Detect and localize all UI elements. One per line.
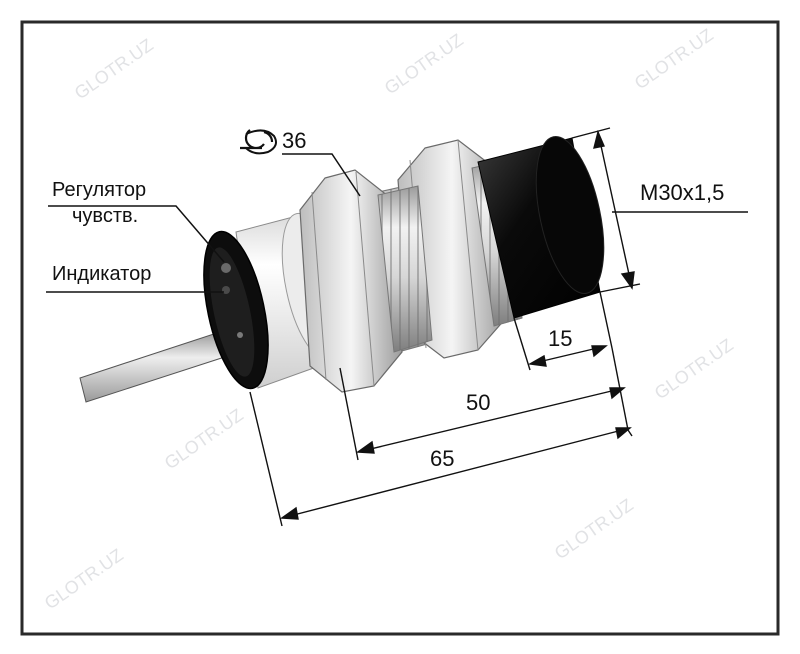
wrench-size-label: 36 bbox=[282, 128, 306, 153]
indicator-led-icon bbox=[222, 286, 230, 294]
diameter-dimension bbox=[571, 127, 641, 293]
drawing-frame bbox=[20, 20, 780, 636]
sensitivity-regulator-label-line2: чувств. bbox=[72, 205, 138, 227]
thread-label: M30x1,5 bbox=[640, 180, 724, 205]
sensitivity-screw-icon bbox=[221, 263, 231, 273]
rear-nut bbox=[299, 169, 403, 393]
dimension-15 bbox=[513, 291, 613, 371]
dimension-65 bbox=[249, 391, 633, 527]
indicator-label: Индикатор bbox=[52, 263, 151, 285]
rear-cap bbox=[203, 230, 269, 390]
thread-between-nuts bbox=[377, 185, 433, 353]
dimension-50 bbox=[339, 347, 629, 461]
total-length-label: 65 bbox=[430, 446, 454, 471]
left-annotations: Регулятор чувств. Индикатор bbox=[46, 179, 225, 293]
wrench-size: 36 bbox=[240, 128, 361, 197]
sensing-head bbox=[477, 135, 605, 319]
thread-annotation: M30x1,5 bbox=[612, 180, 748, 213]
wrench-jaw-icon bbox=[245, 129, 277, 155]
sensitivity-regulator-label: Регулятор bbox=[52, 179, 146, 201]
sensing-length-label: 15 bbox=[548, 326, 572, 351]
thread-length-label: 50 bbox=[466, 390, 490, 415]
